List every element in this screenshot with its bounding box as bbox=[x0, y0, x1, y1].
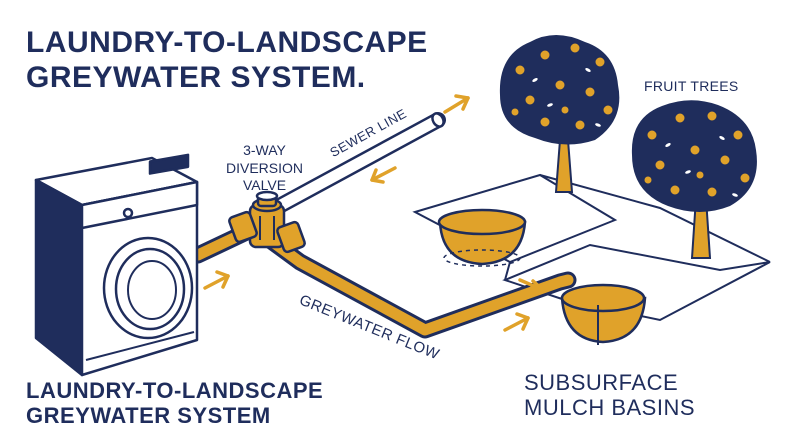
title-line-2: GREYWATER SYSTEM. bbox=[26, 60, 366, 94]
fruit-tree-icon bbox=[499, 35, 620, 193]
mulch-basins-label: SUBSURFACE MULCH BASINS bbox=[524, 370, 695, 421]
page-title: LAUNDRY-TO-LANDSCAPE GREYWATER SYSTEM. bbox=[26, 26, 428, 95]
valve-label-line-1: 3-WAY bbox=[243, 142, 286, 158]
mulch-basin-icon bbox=[560, 283, 647, 345]
mulch-label-line-2: MULCH BASINS bbox=[524, 395, 696, 421]
flow-arrows bbox=[203, 94, 545, 332]
title-line-1: LAUNDRY-TO-LANDSCAPE bbox=[26, 26, 428, 59]
fruit-trees-label: FRUIT TREES bbox=[644, 78, 739, 94]
flow-arrow-icon bbox=[443, 94, 470, 114]
sewer-line-pipe bbox=[264, 112, 446, 218]
fruit-tree-icon bbox=[631, 100, 757, 259]
valve-label-line-2: DIVERSION bbox=[226, 159, 304, 176]
caption-line-1: LAUNDRY-TO-LANDSCAPE bbox=[26, 378, 324, 403]
mulch-label-line-1: SUBSURFACE bbox=[524, 370, 679, 395]
washing-machine-icon bbox=[34, 153, 199, 377]
caption-title: LAUNDRY-TO-LANDSCAPE GREYWATER SYSTEM bbox=[26, 378, 323, 429]
valve-label-line-3: VALVE bbox=[242, 177, 287, 193]
mulch-basin-icon bbox=[437, 208, 527, 267]
flow-arrow-icon bbox=[518, 278, 545, 296]
flow-arrow-icon bbox=[370, 166, 397, 184]
diversion-valve-icon bbox=[228, 190, 306, 254]
flow-arrow-icon bbox=[503, 312, 530, 332]
valve-label: 3-WAY DIVERSION VALVE bbox=[226, 142, 303, 195]
flow-arrow-icon bbox=[203, 270, 230, 290]
caption-line-2: GREYWATER SYSTEM bbox=[26, 403, 271, 429]
greywater-pipe bbox=[261, 231, 577, 339]
